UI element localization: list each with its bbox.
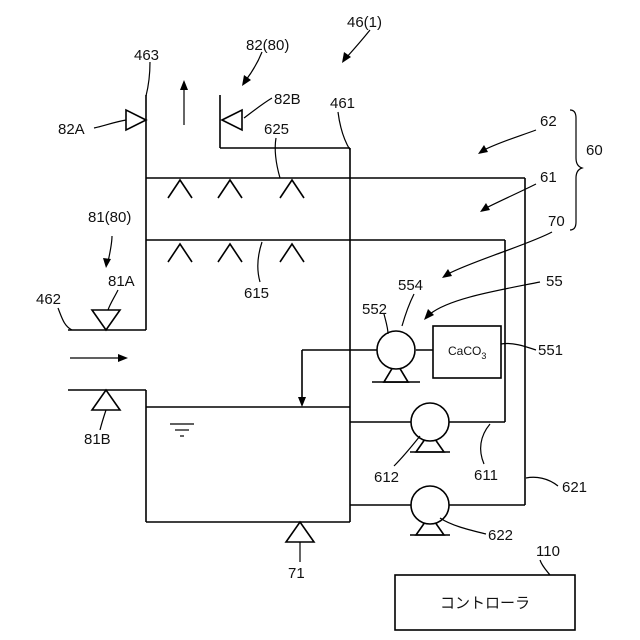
leader-46 xyxy=(346,30,370,58)
leader-110 xyxy=(540,560,550,575)
caco3-tank: CaCO3 xyxy=(433,326,501,378)
bracket-60 xyxy=(570,110,582,230)
label-611: 611 xyxy=(474,467,498,484)
outlet-flow-arrowhead xyxy=(180,80,188,90)
pump-body xyxy=(377,331,415,369)
label-463: 463 xyxy=(134,47,159,64)
label-554: 554 xyxy=(398,277,423,294)
leader-463 xyxy=(146,62,150,96)
label-625: 625 xyxy=(264,121,289,138)
sensor-71 xyxy=(286,522,314,542)
controller-110: コントローラ xyxy=(395,575,575,630)
pump-622 xyxy=(410,486,450,535)
leader-70 xyxy=(448,232,552,274)
spray-header-625 xyxy=(146,178,525,198)
label-55: 55 xyxy=(546,273,563,290)
leader-81b xyxy=(100,410,106,430)
leader-82a xyxy=(94,120,126,128)
leader-62 xyxy=(484,130,536,150)
spray-nozzle xyxy=(218,244,242,262)
sensor-81a-triangle xyxy=(92,310,120,330)
label-60: 60 xyxy=(586,142,603,159)
leader-551 xyxy=(501,343,536,350)
label-621: 621 xyxy=(562,479,587,496)
sensor-82b-triangle xyxy=(222,110,242,130)
sensor-71-triangle xyxy=(286,522,314,542)
leader-615 xyxy=(258,242,262,282)
supply-arrowhead xyxy=(298,397,306,407)
leader-61-head xyxy=(480,203,490,212)
absorber-tower xyxy=(68,95,350,522)
leader-81-head xyxy=(103,258,111,268)
label-70: 70 xyxy=(548,213,565,230)
label-612: 612 xyxy=(374,469,399,486)
label-552: 552 xyxy=(362,301,387,318)
pump-body xyxy=(411,486,449,524)
leader-554 xyxy=(402,294,414,326)
leader-611 xyxy=(481,424,490,464)
label-81: 81(80) xyxy=(88,209,131,226)
sensor-82a xyxy=(126,110,146,130)
label-82a: 82A xyxy=(58,121,85,138)
sensor-81b xyxy=(92,390,120,410)
controller-label: コントローラ xyxy=(440,595,530,612)
leader-622 xyxy=(440,518,486,534)
leader-55-head xyxy=(424,309,434,320)
leader-81 xyxy=(108,236,112,262)
sensor-81a xyxy=(92,310,120,330)
leader-462 xyxy=(58,308,72,330)
label-615: 615 xyxy=(244,285,269,302)
label-81b: 81B xyxy=(84,431,111,448)
label-461: 461 xyxy=(330,95,355,112)
leader-82-head xyxy=(242,75,251,86)
label-82: 82(80) xyxy=(246,37,289,54)
reference-labels: 46(1) 463 82(80) 82A 82B 461 625 62 60 6… xyxy=(36,14,603,582)
label-551: 551 xyxy=(538,342,563,359)
pump-612 xyxy=(410,403,450,452)
spray-nozzle xyxy=(280,244,304,262)
spray-header-615 xyxy=(146,240,505,262)
leader-461 xyxy=(338,112,350,150)
leader-621 xyxy=(526,477,558,486)
spray-nozzle xyxy=(168,180,192,198)
label-62: 62 xyxy=(540,113,557,130)
leader-625 xyxy=(275,138,280,178)
sensor-81b-triangle xyxy=(92,390,120,410)
leader-82b xyxy=(244,98,272,118)
label-110: 110 xyxy=(536,543,560,560)
leader-55 xyxy=(430,282,540,314)
label-462: 462 xyxy=(36,291,61,308)
label-81a: 81A xyxy=(108,273,135,290)
label-system: 46(1) xyxy=(347,14,382,31)
leader-70-head xyxy=(442,269,452,278)
leader-82 xyxy=(246,52,262,80)
label-82b: 82B xyxy=(274,91,301,108)
pump-body xyxy=(411,403,449,441)
leader-81a xyxy=(108,290,118,310)
label-622: 622 xyxy=(488,527,513,544)
spray-nozzle xyxy=(280,180,304,198)
spray-nozzle xyxy=(168,244,192,262)
spray-nozzle xyxy=(218,180,242,198)
leader-62-head xyxy=(478,145,488,154)
label-61: 61 xyxy=(540,169,557,186)
label-71: 71 xyxy=(288,565,305,582)
leader-lines xyxy=(58,30,582,575)
inlet-flow-arrowhead xyxy=(118,354,128,362)
liquid-level xyxy=(146,407,350,436)
leader-61 xyxy=(486,184,536,208)
sensor-82b xyxy=(222,110,242,130)
sensor-82a-triangle xyxy=(126,110,146,130)
pump-552 xyxy=(372,331,420,382)
